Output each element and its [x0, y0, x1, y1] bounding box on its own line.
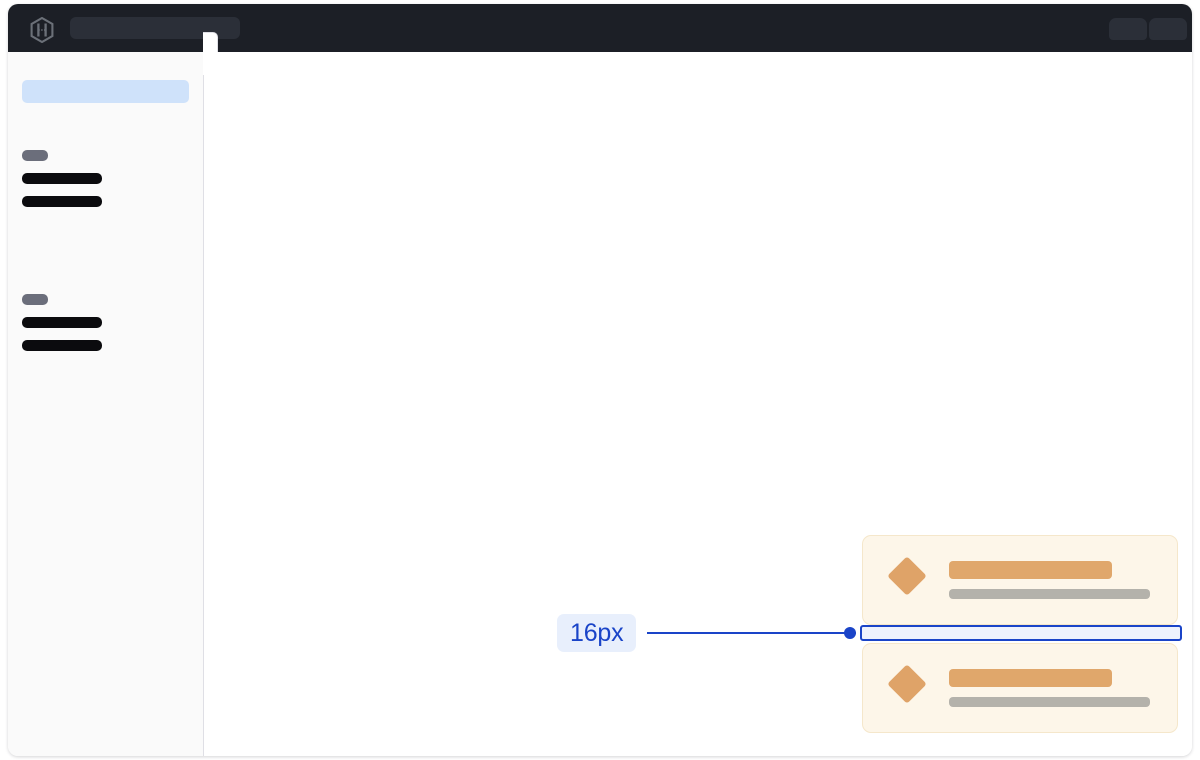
- diamond-icon: [887, 664, 927, 704]
- hexagon-logo-svg: [30, 16, 54, 44]
- global-search-input[interactable]: [70, 17, 240, 39]
- spacing-leader-line: [647, 632, 856, 634]
- topbar-action-1[interactable]: [1109, 18, 1147, 40]
- sidebar-item[interactable]: [22, 196, 102, 207]
- list-item-text: [949, 561, 1153, 599]
- spacing-leader-dot-icon: [844, 627, 856, 639]
- sidebar-item[interactable]: [22, 173, 102, 184]
- list-item[interactable]: [862, 535, 1178, 625]
- sidebar-item[interactable]: [22, 340, 102, 351]
- list-item-subtitle: [949, 697, 1150, 707]
- sidebar-item[interactable]: [22, 317, 102, 328]
- sidebar-group-1: [22, 150, 102, 219]
- spacing-highlight-box: [860, 625, 1182, 641]
- list-item-subtitle: [949, 589, 1150, 599]
- spacing-value-label: 16px: [557, 614, 637, 652]
- list-item-text: [949, 669, 1153, 707]
- sidebar-group-2-heading: [22, 294, 48, 305]
- hashicorp-hexagon-logo-icon[interactable]: [30, 16, 54, 44]
- sidebar: [8, 52, 204, 756]
- app-window: 16px: [8, 4, 1192, 756]
- sidebar-item-selected[interactable]: [22, 80, 189, 103]
- topbar-action-2[interactable]: [1149, 18, 1187, 40]
- top-navigation-bar: [8, 4, 1192, 52]
- diamond-icon: [887, 556, 927, 596]
- main-canvas: 16px: [204, 52, 1192, 756]
- sidebar-group-2: [22, 294, 102, 363]
- list-item-title: [949, 669, 1112, 687]
- list-item-title: [949, 561, 1112, 579]
- sidebar-group-1-heading: [22, 150, 48, 161]
- list-item[interactable]: [862, 643, 1178, 733]
